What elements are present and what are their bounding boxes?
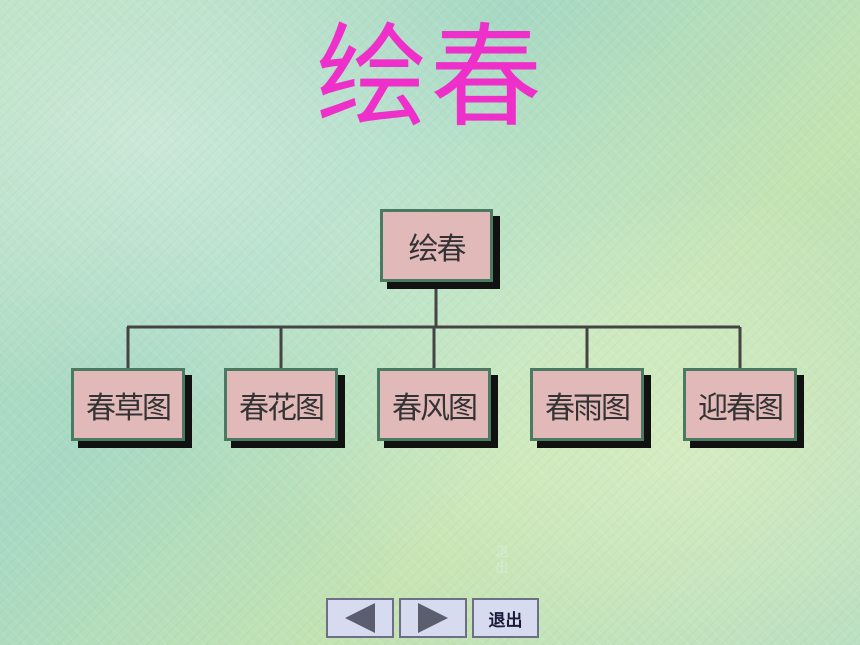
node-chunyu[interactable]: 春雨图 [530, 368, 644, 441]
node-yingchun[interactable]: 迎春图 [683, 368, 797, 441]
node-root[interactable]: 绘春 [380, 209, 493, 282]
slide-title: 绘春 [316, 13, 544, 143]
node-chunfeng[interactable]: 春风图 [377, 368, 491, 441]
node-chunhua[interactable]: 春花图 [224, 368, 338, 441]
prev-button[interactable] [326, 598, 394, 638]
faint-exit-text: 退出 [495, 545, 509, 576]
right-triangle-icon [418, 603, 448, 633]
node-chuncao[interactable]: 春草图 [71, 368, 185, 441]
exit-button[interactable]: 退出 [472, 598, 539, 638]
next-button[interactable] [399, 598, 467, 638]
left-triangle-icon [345, 603, 375, 633]
